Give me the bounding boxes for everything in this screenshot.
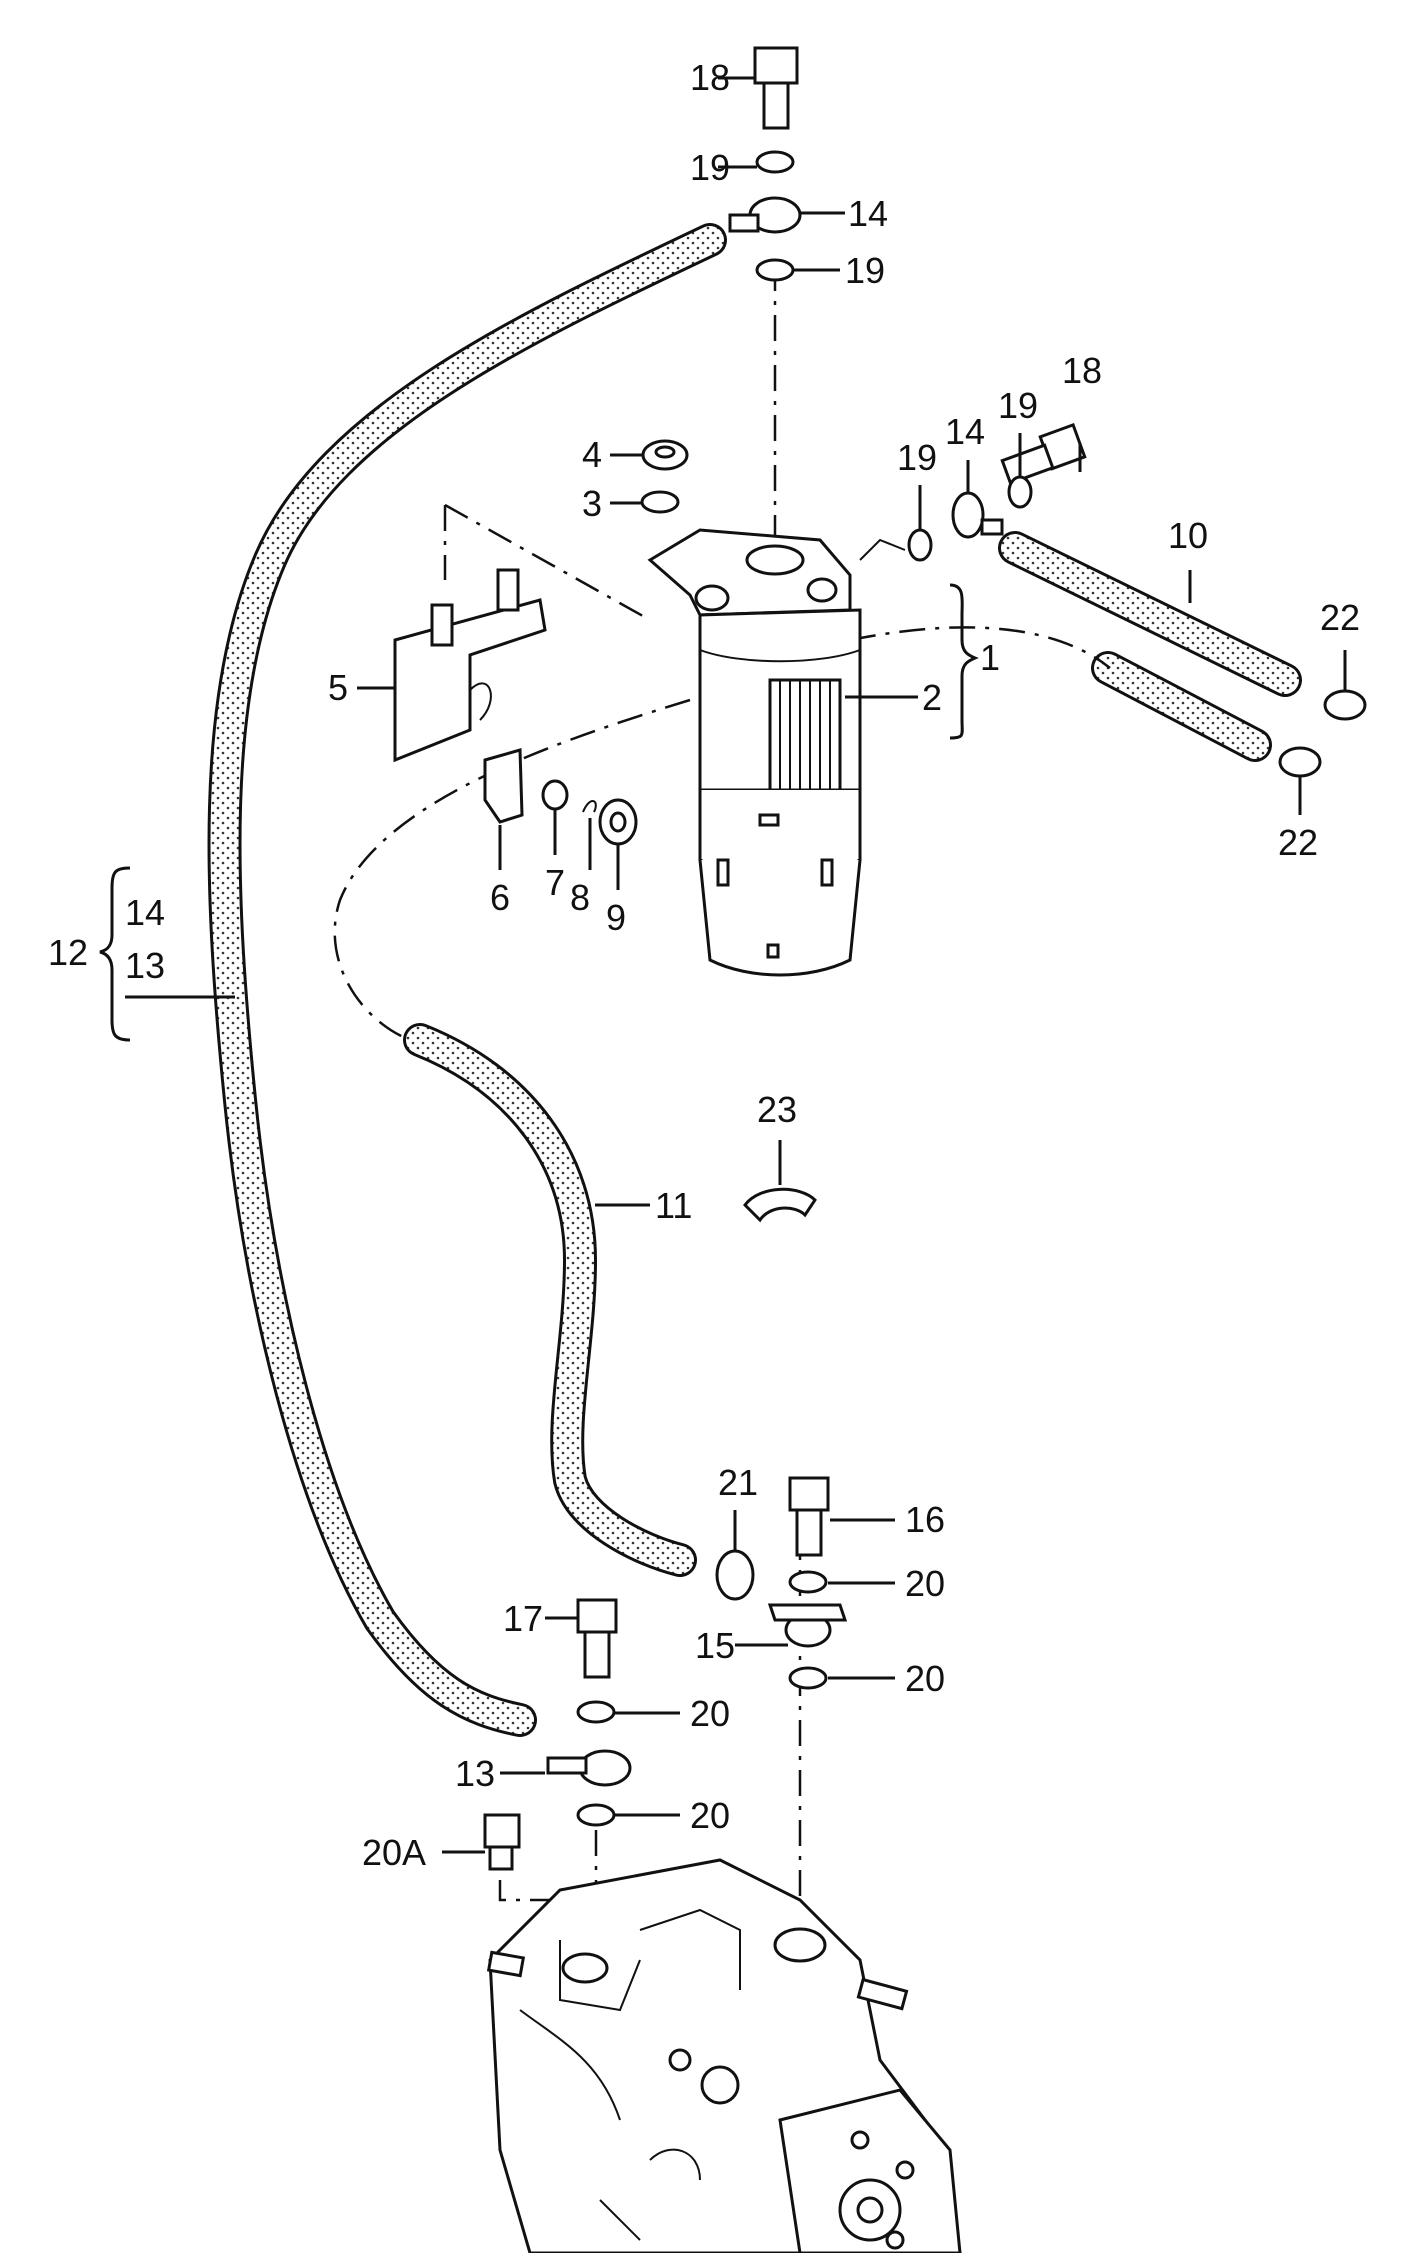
hose-clamp-21 — [715, 1549, 755, 1601]
callout-19-right-outer: 19 — [998, 385, 1038, 426]
retaining-clip-23 — [743, 1187, 817, 1223]
screw-plug-20a — [483, 1813, 521, 1871]
sealing-washer-right-1 — [1007, 475, 1033, 509]
banjo-fitting-13 — [546, 1749, 632, 1787]
callout-7: 7 — [545, 862, 565, 903]
callout-10: 10 — [1168, 515, 1208, 556]
callout-18-top: 18 — [690, 57, 730, 98]
nut-9 — [598, 798, 638, 846]
callout-14-top: 14 — [848, 193, 888, 234]
sealing-washer-20-b — [788, 1666, 828, 1690]
banjo-bolt-top — [753, 46, 799, 130]
callout-19-right-inner: 19 — [897, 437, 937, 478]
banjo-fitting-top — [728, 196, 802, 234]
banjo-fitting-15 — [767, 1603, 848, 1648]
fuel-hose-lower — [1091, 651, 1272, 762]
washer-7 — [541, 779, 569, 811]
callout-5: 5 — [328, 667, 348, 708]
callout-20-d: 20 — [690, 1795, 730, 1836]
callout-11: 11 — [655, 1185, 692, 1226]
callout-23: 23 — [757, 1089, 797, 1130]
mounting-bracket — [393, 568, 547, 763]
leader-lines — [99, 76, 1347, 1854]
callout-13: 13 — [455, 1753, 495, 1794]
banjo-bolt-right — [1000, 422, 1087, 486]
fuel-filter-assembly — [647, 528, 862, 977]
fuel-hose-10 — [998, 531, 1302, 697]
callout-21: 21 — [718, 1462, 758, 1503]
sealing-washer-top-2 — [755, 258, 795, 282]
callout-9: 9 — [606, 897, 626, 938]
sealing-washer-20-d — [576, 1803, 616, 1827]
sealing-washer-top-1 — [755, 150, 795, 174]
callout-14-right: 14 — [945, 411, 985, 452]
callout-20-b: 20 — [905, 1658, 945, 1699]
clip-6 — [483, 748, 524, 824]
callout-8: 8 — [570, 877, 590, 918]
return-hose-long — [207, 223, 727, 1737]
callout-19-top-lower: 19 — [845, 250, 885, 291]
spring-washer-8 — [582, 800, 597, 813]
callout-4: 4 — [582, 434, 602, 475]
sealing-washer-right-2 — [907, 528, 933, 562]
callout-14-brace: 14 — [125, 892, 165, 933]
callout-13-brace: 13 — [125, 945, 165, 986]
banjo-bolt-16 — [788, 1476, 830, 1557]
injection-pump — [486, 1858, 962, 2253]
callout-15: 15 — [695, 1625, 735, 1666]
callout-18-right: 18 — [1062, 350, 1102, 391]
fuel-hose-11 — [403, 1023, 697, 1577]
callout-19-top: 19 — [690, 147, 730, 188]
callout-22-bottom: 22 — [1278, 822, 1318, 863]
callout-17: 17 — [503, 1598, 543, 1639]
sealing-washer-20-a — [788, 1570, 828, 1594]
callout-1: 1 — [980, 637, 1000, 678]
callout-labels: 18 19 14 19 4 3 5 6 7 8 9 2 1 10 18 19 1… — [48, 57, 1360, 1873]
callout-20-c: 20 — [690, 1693, 730, 1734]
callout-20a: 20A — [362, 1832, 426, 1873]
hose-clamp-upper — [1323, 689, 1367, 721]
hose-clamp-lower — [1278, 746, 1322, 778]
banjo-bolt-17 — [576, 1598, 618, 1679]
callout-2: 2 — [922, 677, 942, 718]
callout-6: 6 — [490, 877, 510, 918]
callout-22-top: 22 — [1320, 597, 1360, 638]
washer-3 — [640, 490, 680, 514]
callout-12: 12 — [48, 932, 88, 973]
callout-16: 16 — [905, 1499, 945, 1540]
callout-3: 3 — [582, 483, 602, 524]
nut-4 — [641, 439, 689, 471]
sealing-washer-20-c — [576, 1700, 616, 1724]
banjo-fitting-right — [951, 491, 1004, 539]
callout-20-a: 20 — [905, 1563, 945, 1604]
